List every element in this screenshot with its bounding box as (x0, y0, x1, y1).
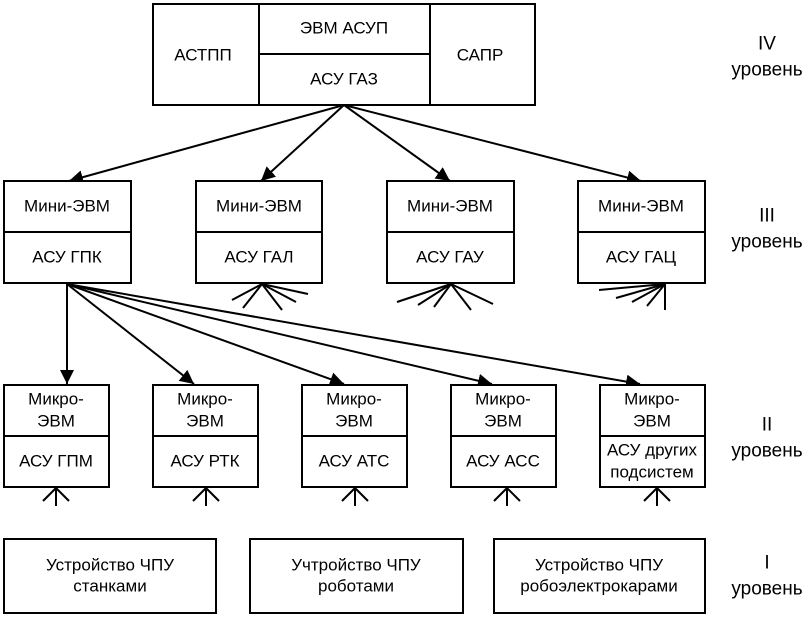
level-word: уровень (731, 60, 802, 81)
connection-ray (656, 487, 671, 502)
arrow (66, 283, 345, 386)
sapr-label: САПР (457, 46, 504, 65)
connection-ray (643, 487, 658, 502)
device-label-line2: роботами (318, 577, 394, 596)
connection-ray (493, 487, 508, 502)
node-frame (249, 538, 464, 614)
device-label-line2: станками (73, 577, 146, 596)
mini-evm-label: Мини-ЭВМ (24, 197, 110, 216)
connection-ray (396, 283, 452, 303)
connection-ray (192, 487, 207, 502)
connection-ray (261, 283, 309, 295)
connection-ray (417, 283, 452, 306)
node-frame (493, 538, 706, 614)
device-label-line2: робоэлектрокарами (520, 577, 677, 596)
connection-ray (450, 283, 494, 305)
level-numeral: II (762, 415, 773, 436)
connection-ray (598, 283, 666, 291)
arrow (343, 104, 642, 185)
level3-node-2: Мини-ЭВМ АСУ ГАЛ (195, 180, 323, 284)
level2-node-4: Микро- ЭВМ АСУ АСС (450, 384, 557, 506)
asu-other-label-line1: АСУ других (607, 441, 698, 460)
asu-gac-label: АСУ ГАЦ (606, 248, 677, 267)
level-label-ii: II уровень (731, 415, 802, 462)
connection-ray (231, 283, 263, 301)
asu-other-label-line2: подсистем (610, 463, 693, 482)
level3-node-1: Мини-ЭВМ АСУ ГПК (3, 180, 132, 284)
asu-ass-label: АСУ АСС (466, 452, 540, 471)
mini-evm-label: Мини-ЭВМ (216, 197, 302, 216)
arrow (260, 104, 345, 182)
connection-ray (42, 487, 57, 502)
connection-ray (433, 283, 452, 308)
level-word: уровень (731, 579, 802, 600)
astpp-label: АСТПП (174, 46, 232, 65)
connection-ray (261, 283, 283, 311)
device-label-line1: Устройство ЧПУ (46, 556, 174, 575)
level4-block: АСТПП ЭВМ АСУП АСУ ГАЗ САПР (152, 3, 536, 106)
arrow (343, 104, 451, 182)
level-word: уровень (731, 232, 802, 253)
micro-label: Микро- (177, 390, 233, 409)
arrows-level4-to-level3 (68, 104, 642, 185)
evm-label: ЭВМ (335, 412, 373, 431)
arrow (66, 283, 493, 388)
level2-node-5: Микро- ЭВМ АСУ других подсистем (599, 384, 706, 506)
micro-label: Микро- (624, 390, 680, 409)
asu-gpk-label: АСУ ГПК (32, 248, 102, 267)
device-label-line1: Учтройство ЧПУ (291, 556, 421, 575)
connection-ray (341, 487, 356, 502)
arrow (66, 283, 195, 385)
mini-evm-label: Мини-ЭВМ (407, 197, 493, 216)
level3-node-4: Мини-ЭВМ АСУ ГАЦ (577, 180, 706, 284)
level1-device-3: Устройство ЧПУ робоэлектрокарами (493, 538, 706, 614)
connection-ray (242, 283, 263, 309)
level1-device-1: Устройство ЧПУ станками (3, 538, 217, 614)
level2-node-3: Микро- ЭВМ АСУ АТС (301, 384, 408, 506)
fanout-rays-gau (396, 283, 494, 311)
level-word: уровень (731, 441, 802, 462)
arrow (68, 104, 345, 185)
asu-ats-label: АСУ АТС (319, 452, 390, 471)
asu-gpm-label: АСУ ГПМ (19, 452, 93, 471)
level-numeral: I (764, 553, 769, 574)
connection-ray (354, 487, 369, 502)
level-numeral: IV (758, 34, 776, 55)
micro-label: Микро- (326, 390, 382, 409)
connection-ray (631, 283, 666, 303)
evm-asup-label: ЭВМ АСУП (300, 19, 388, 38)
level-label-iv: IV уровень (731, 34, 802, 81)
arrow (66, 283, 641, 389)
level2-node-2: Микро- ЭВМ АСУ РТК (152, 384, 259, 506)
connection-ray (450, 283, 472, 311)
connection-ray (205, 487, 220, 502)
connection-ray (506, 487, 521, 502)
device-label-line1: Устройство ЧПУ (535, 556, 663, 575)
level-label-iii: III уровень (731, 206, 802, 253)
connection-ray (615, 283, 666, 299)
evm-label: ЭВМ (37, 412, 75, 431)
fanout-rays-gal (231, 283, 309, 311)
level2-node-1: Микро- ЭВМ АСУ ГПМ (3, 384, 110, 506)
asu-gal-label: АСУ ГАЛ (224, 248, 293, 267)
arrows-level3-to-level2 (60, 283, 641, 389)
connection-ray (55, 487, 70, 502)
asu-gau-label: АСУ ГАУ (416, 248, 484, 267)
connection-ray (646, 283, 666, 307)
level1-device-2: Учтройство ЧПУ роботами (249, 538, 464, 614)
fanout-rays-gac (598, 283, 666, 310)
level-label-i: I уровень (731, 553, 802, 600)
connection-ray (261, 283, 297, 303)
level3-node-3: Мини-ЭВМ АСУ ГАУ (386, 180, 515, 284)
micro-label: Микро- (475, 390, 531, 409)
asu-gaz-label: АСУ ГАЗ (310, 70, 378, 89)
level-numeral: III (759, 206, 775, 227)
evm-label: ЭВМ (633, 412, 671, 431)
mini-evm-label: Мини-ЭВМ (598, 197, 684, 216)
node-frame (3, 538, 217, 614)
evm-label: ЭВМ (484, 412, 522, 431)
asu-rtk-label: АСУ РТК (170, 452, 239, 471)
micro-label: Микро- (28, 390, 84, 409)
evm-label: ЭВМ (186, 412, 224, 431)
